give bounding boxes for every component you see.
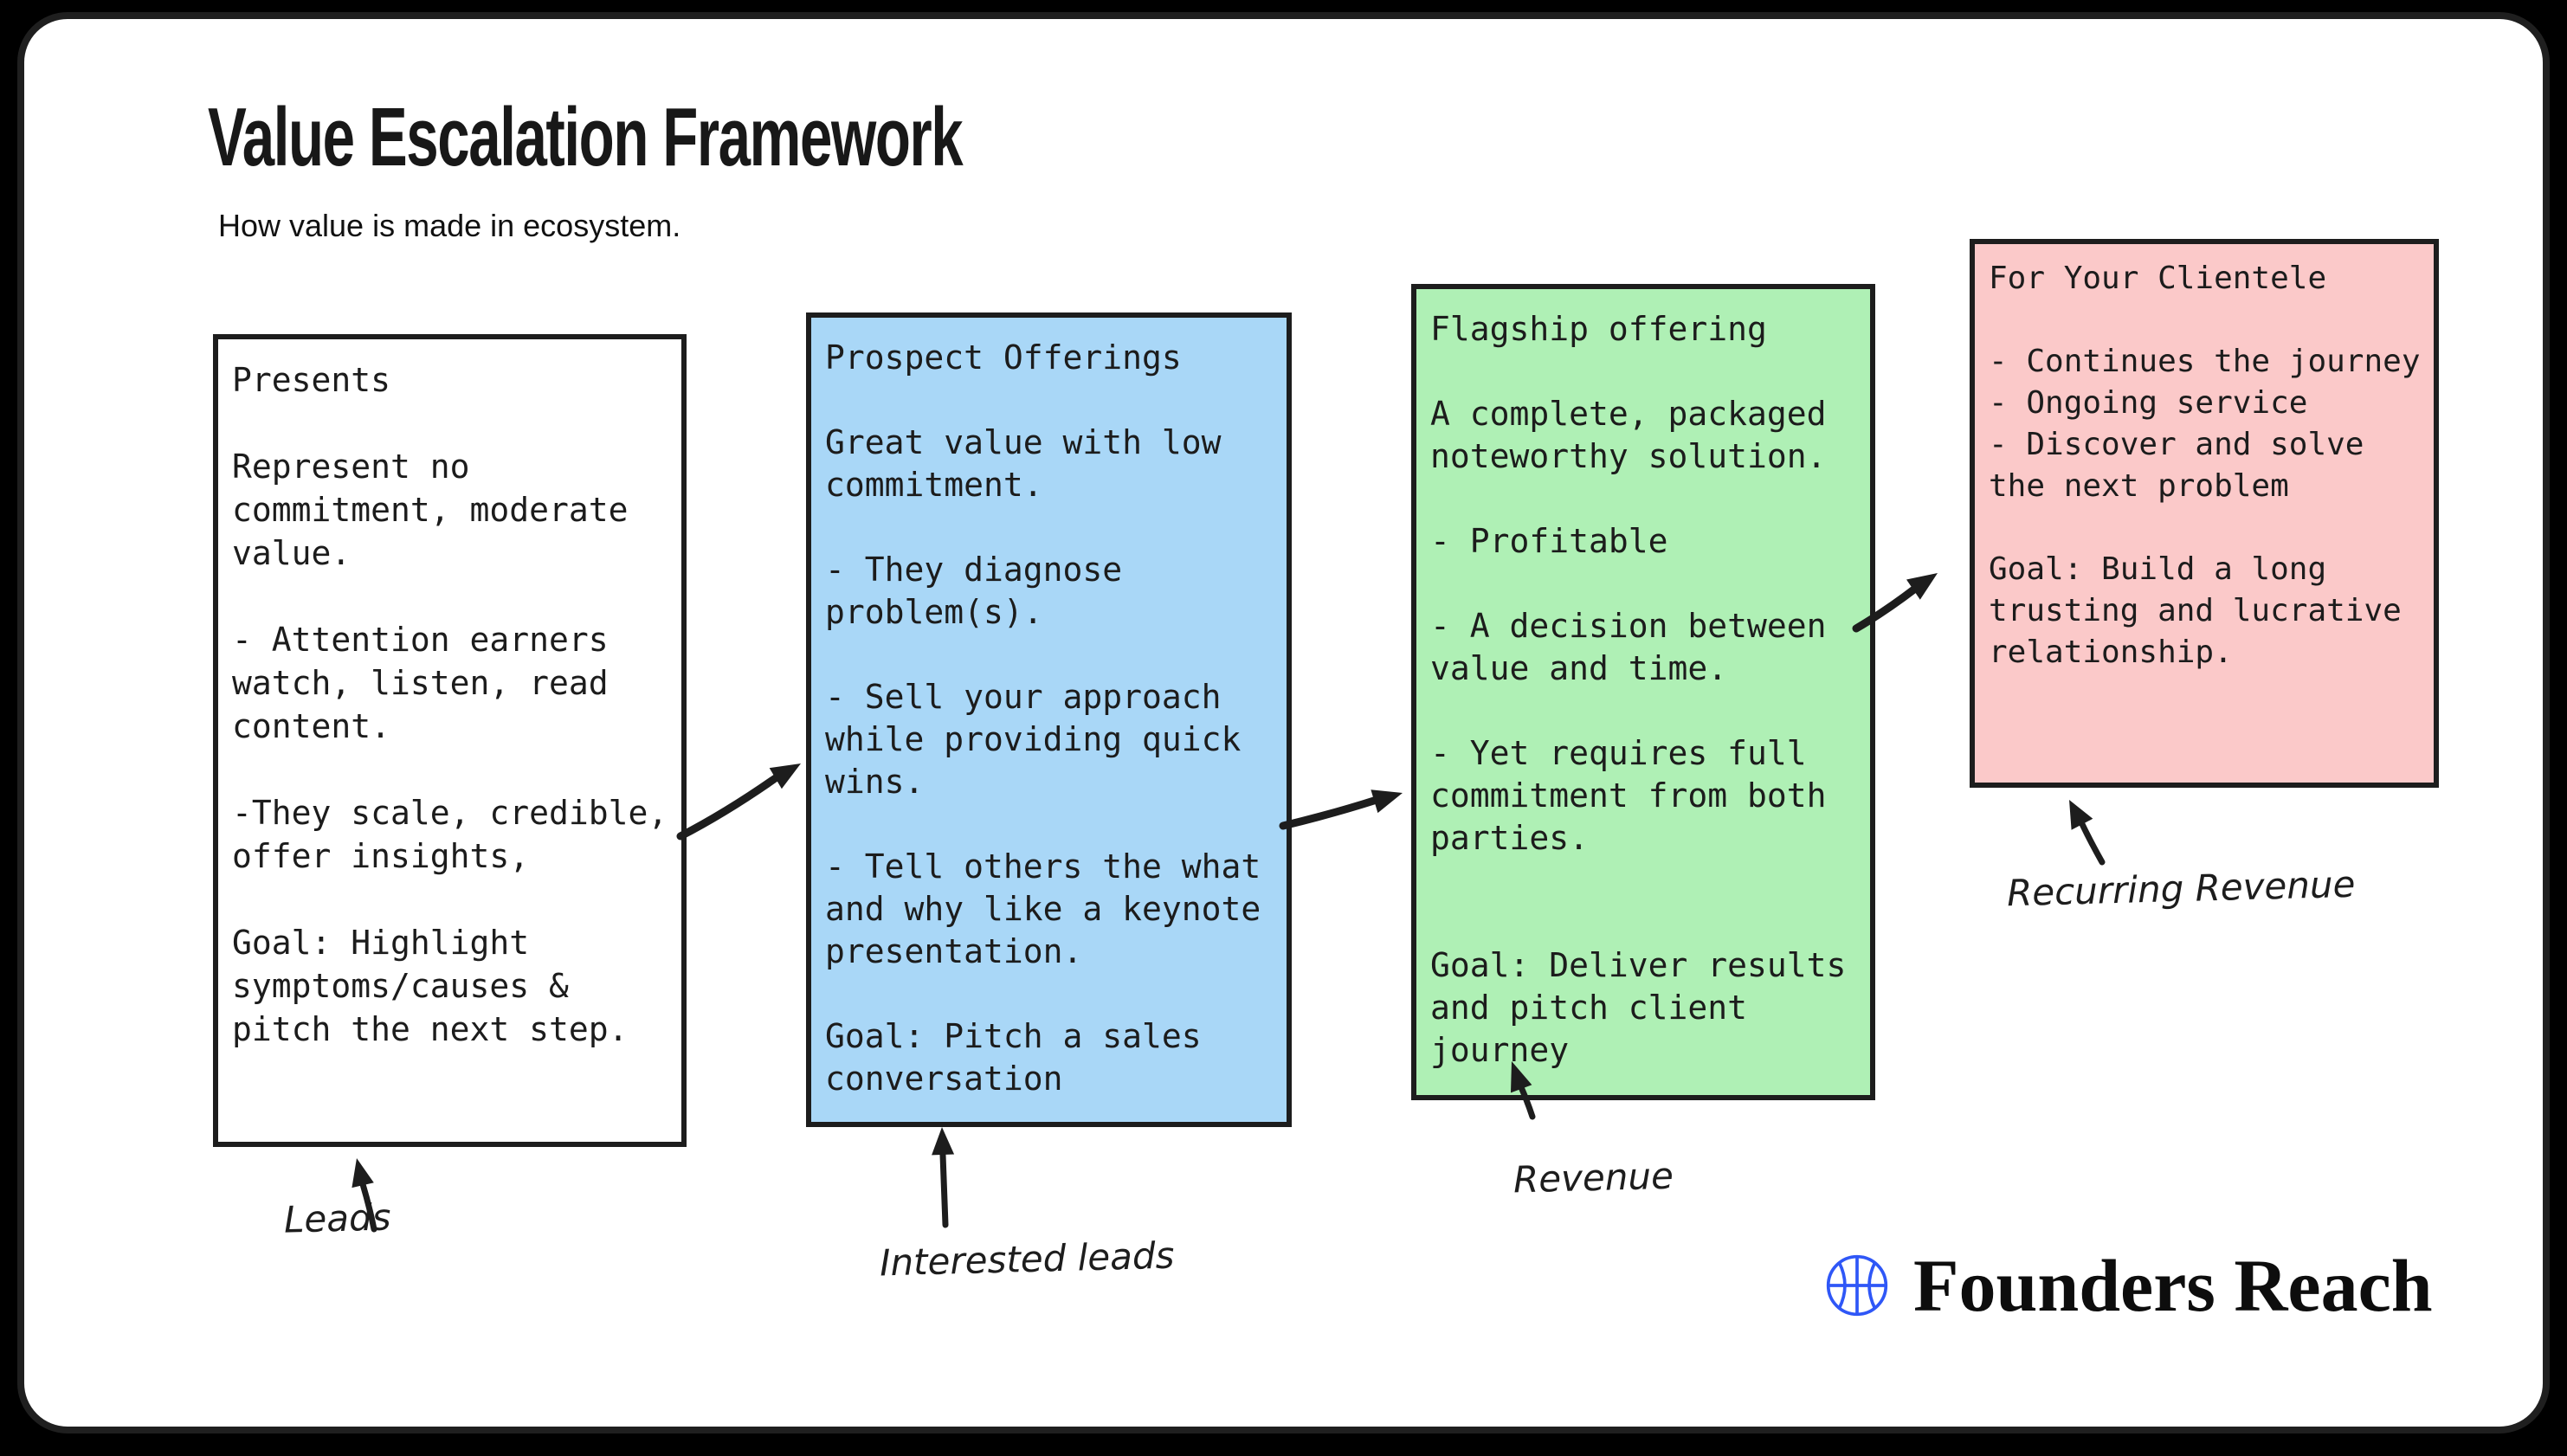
brand-logo: Founders Reach — [1825, 1248, 2433, 1323]
interested-leads-arrow — [918, 1115, 978, 1236]
box-for-your-clientele-heading: For Your Clientele — [1989, 261, 2327, 296]
arrow-presents-to-prospect — [667, 744, 814, 848]
basketball-icon — [1825, 1253, 1889, 1317]
brand-name: Founders Reach — [1913, 1244, 2433, 1327]
box-prospect-offerings-heading: Prospect Offerings — [825, 338, 1182, 377]
arrow-prospect-to-flagship — [1273, 770, 1420, 848]
box-flagship-offering-heading: Flagship offering — [1430, 310, 1767, 348]
arrow-flagship-to-clientele — [1844, 554, 1957, 641]
box-presents-body: Represent no commitment, moderate value.… — [232, 448, 668, 1048]
box-for-your-clientele: For Your Clientele - Continues the journ… — [1970, 239, 2439, 788]
box-presents: Presents Represent no commitment, modera… — [213, 334, 687, 1147]
box-presents-heading: Presents — [232, 361, 391, 399]
leads-label: Leads — [283, 1195, 392, 1241]
recurring-revenue-arrow — [2043, 783, 2121, 874]
recurring-revenue-label: Recurring Revenue — [2006, 862, 2356, 915]
revenue-label: Revenue — [1512, 1154, 1674, 1202]
interested-leads-label: Interested leads — [879, 1234, 1176, 1285]
box-for-your-clientele-body: - Continues the journey - Ongoing servic… — [1989, 344, 2421, 670]
box-flagship-offering: Flagship offering A complete, packaged n… — [1411, 284, 1875, 1100]
page-title: Value Escalation Framework — [208, 91, 964, 184]
revenue-arrow — [1489, 1047, 1558, 1130]
box-prospect-offerings: Prospect Offerings Great value with low … — [806, 312, 1292, 1127]
page-subtitle: How value is made in ecosystem. — [218, 208, 681, 243]
box-flagship-offering-body: A complete, packaged noteworthy solution… — [1430, 395, 1847, 1069]
box-prospect-offerings-body: Great value with low commitment. - They … — [825, 423, 1261, 1098]
leads-arrow — [333, 1143, 403, 1247]
